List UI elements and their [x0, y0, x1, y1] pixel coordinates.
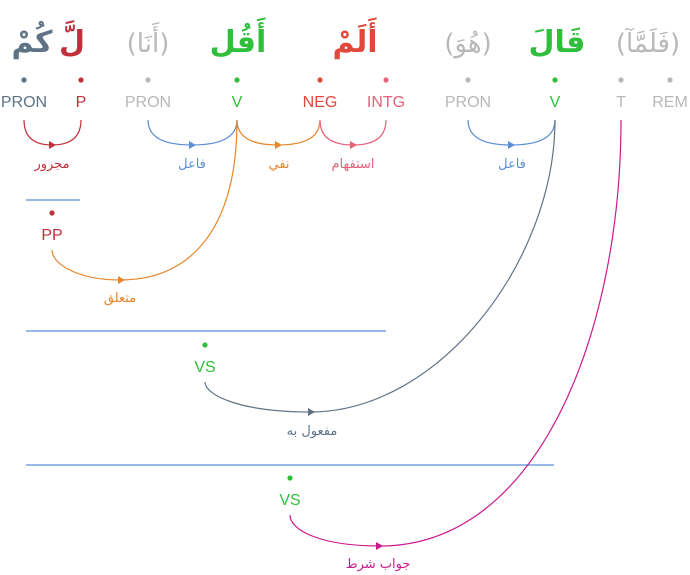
tag-pp: PP: [41, 227, 62, 244]
label-mutaalliq: متعلق: [104, 291, 136, 306]
arrow-mutaalliq: [118, 276, 125, 284]
tag-pron1: PRON: [1, 94, 47, 111]
arc-jawab: [289, 119, 622, 547]
tag-pron3: PRON: [445, 94, 491, 111]
dot-t: [618, 77, 624, 83]
tag-vs1: VS: [194, 359, 215, 376]
dot-v2: [552, 77, 558, 83]
tag-pron2: PRON: [125, 94, 171, 111]
dot-pron2: [145, 77, 151, 83]
arc-fail1: [147, 119, 238, 146]
dot-pron3: [465, 77, 471, 83]
arc-istifham: [319, 119, 387, 146]
label-jawab: جواب شرط: [346, 557, 411, 572]
dot-pron1: [21, 77, 27, 83]
dot-p: [78, 77, 84, 83]
arrow-majrur: [49, 141, 56, 149]
tag-rem: REM: [652, 94, 688, 111]
tag-vs2: VS: [279, 492, 300, 509]
word-aqul: أَقُل: [210, 17, 267, 60]
tag-p: P: [76, 94, 87, 111]
word-ana: (أَنَا): [127, 22, 170, 59]
word-falamma: (فَلَمَّآ): [616, 27, 680, 59]
word-lakum-lam: لَّ: [59, 20, 85, 60]
tag-v2: V: [550, 94, 561, 111]
label-mafool: مفعول به: [287, 424, 338, 439]
label-fail2: فاعل: [498, 157, 526, 172]
arrow-nafy: [275, 141, 282, 149]
tag-v1: V: [232, 94, 243, 111]
dot-pp: [49, 210, 55, 216]
label-nafy: نفي: [268, 157, 289, 172]
arc-majrur: [23, 119, 82, 146]
arrow-fail1: [189, 141, 196, 149]
arc-nafy: [236, 119, 321, 146]
arrow-fail2: [508, 141, 515, 149]
word-alam: أَلَمْ: [332, 17, 377, 60]
dot-vs2: [287, 475, 293, 481]
label-majrur: مجرور: [33, 157, 69, 172]
arrow-jawab: [376, 542, 383, 550]
dot-v1: [234, 77, 240, 83]
dot-rem: [667, 77, 673, 83]
word-lakum-kum: كُمْ: [12, 20, 54, 60]
word-qala: قَالَ: [529, 25, 586, 60]
label-fail1: فاعل: [178, 157, 206, 172]
arc-mafool: [204, 119, 556, 413]
tag-t: T: [616, 94, 626, 111]
label-istifham: استفهام: [331, 157, 374, 172]
arc-mutaalliq: [51, 119, 238, 281]
word-huwa: (هُوَ): [444, 29, 491, 59]
tag-neg: NEG: [303, 94, 338, 111]
arrow-mafool: [308, 408, 315, 416]
arrow-istifham: [350, 141, 357, 149]
dot-vs1: [202, 342, 208, 348]
dot-neg: [317, 77, 323, 83]
dot-intg: [383, 77, 389, 83]
arc-fail2: [467, 119, 556, 146]
tag-intg: INTG: [367, 94, 405, 111]
